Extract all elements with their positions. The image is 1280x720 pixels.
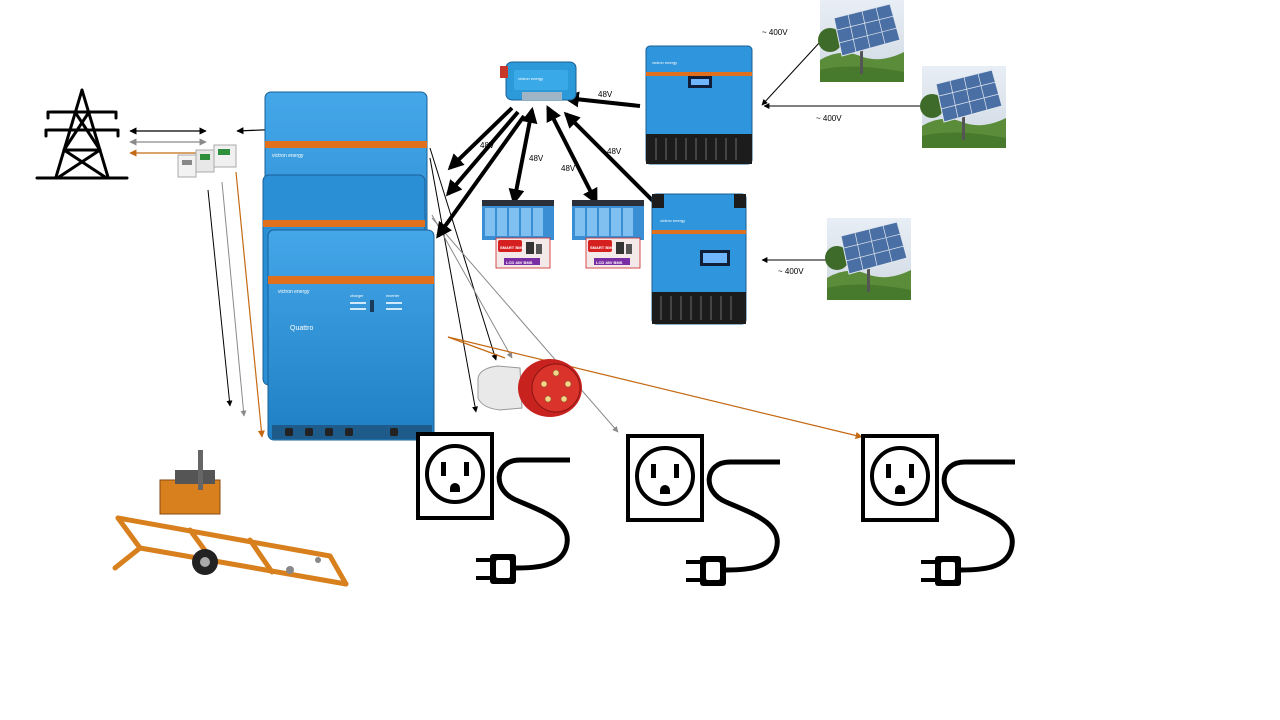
power-pylon-icon	[35, 88, 129, 180]
battery-pack-icon: SMART BMS LCD 48V BMS	[481, 199, 555, 269]
dc-wire-2	[445, 110, 520, 197]
sawmill-icon	[112, 450, 349, 587]
battery2-spec-label: LCD 48V BMS	[596, 260, 623, 265]
dc-voltage-label-mppt: 48V	[607, 147, 622, 156]
ac-outlet-icon	[863, 436, 1015, 586]
inverter-label: inverter	[386, 293, 400, 298]
charger-label: charger	[350, 293, 364, 298]
feed-sawmill-grey	[221, 181, 247, 417]
dc-wire-battery-1	[508, 106, 538, 206]
unit-1-brand: victron energy	[272, 153, 304, 159]
dc-voltage-label-battery-1: 48V	[529, 154, 544, 163]
battery1-bms-label: SMART BMS	[500, 245, 525, 250]
pv-voltage-label-top: ~ 400V	[762, 28, 788, 37]
voltage-labels: ~ 400V ~ 400V ~ 400V 48V 48V 48V 48V 48V	[480, 28, 842, 276]
wire-outlet-3	[447, 336, 863, 439]
wire-outlet-2	[431, 217, 619, 433]
feed-sawmill-black	[207, 189, 233, 407]
wire-cee-b	[431, 214, 513, 359]
battery-pack-icon: SMART BMS LCD 48V BMS	[571, 199, 645, 269]
battery2-bms-label: SMART BMS	[590, 245, 615, 250]
solar-panel-icon	[824, 217, 912, 301]
dc-voltage-label-inverter: 48V	[480, 141, 495, 150]
energy-meter-icon	[177, 144, 237, 178]
cee-plug-icon	[477, 359, 582, 417]
unit-3-brand: victron energy	[278, 289, 310, 295]
dc-voltage-label-battery-2: 48V	[561, 164, 576, 173]
controller-brand: victron energy	[518, 76, 543, 81]
mppt1-brand: victron energy	[652, 60, 677, 65]
quattro-inverter-stack: victron energy victron energy Quattro ch…	[262, 91, 435, 441]
ac-outlet-icon	[418, 434, 570, 584]
dc-wire-mppt-2	[563, 111, 664, 212]
pv-wire-1	[761, 41, 821, 106]
mppt-charger-2: victron energy	[651, 193, 747, 325]
wiring	[129, 41, 922, 439]
quattro-model-label: Quattro	[290, 325, 313, 332]
solar-panel-icon	[919, 65, 1007, 149]
mppt-charger-1: victron energy	[645, 45, 753, 165]
mppt2-brand: victron energy	[660, 218, 685, 223]
ac-outlet-icon	[628, 436, 780, 586]
dc-voltage-label-controller: 48V	[598, 90, 613, 99]
dc-wire-battery-2	[546, 105, 598, 205]
pv-voltage-label-mid: ~ 400V	[816, 114, 842, 123]
feed-sawmill-orange	[235, 171, 265, 438]
wire-outlet-1	[429, 157, 478, 413]
dc-wire-1	[447, 106, 514, 171]
pv-voltage-label-bottom: ~ 400V	[778, 267, 804, 276]
battery1-spec-label: LCD 48V BMS	[506, 260, 533, 265]
solar-panel-icon	[817, 0, 905, 83]
wire-cee-orange	[447, 336, 506, 359]
gx-controller: victron energy	[500, 61, 577, 101]
dc-wire-mppt-1	[562, 91, 641, 108]
